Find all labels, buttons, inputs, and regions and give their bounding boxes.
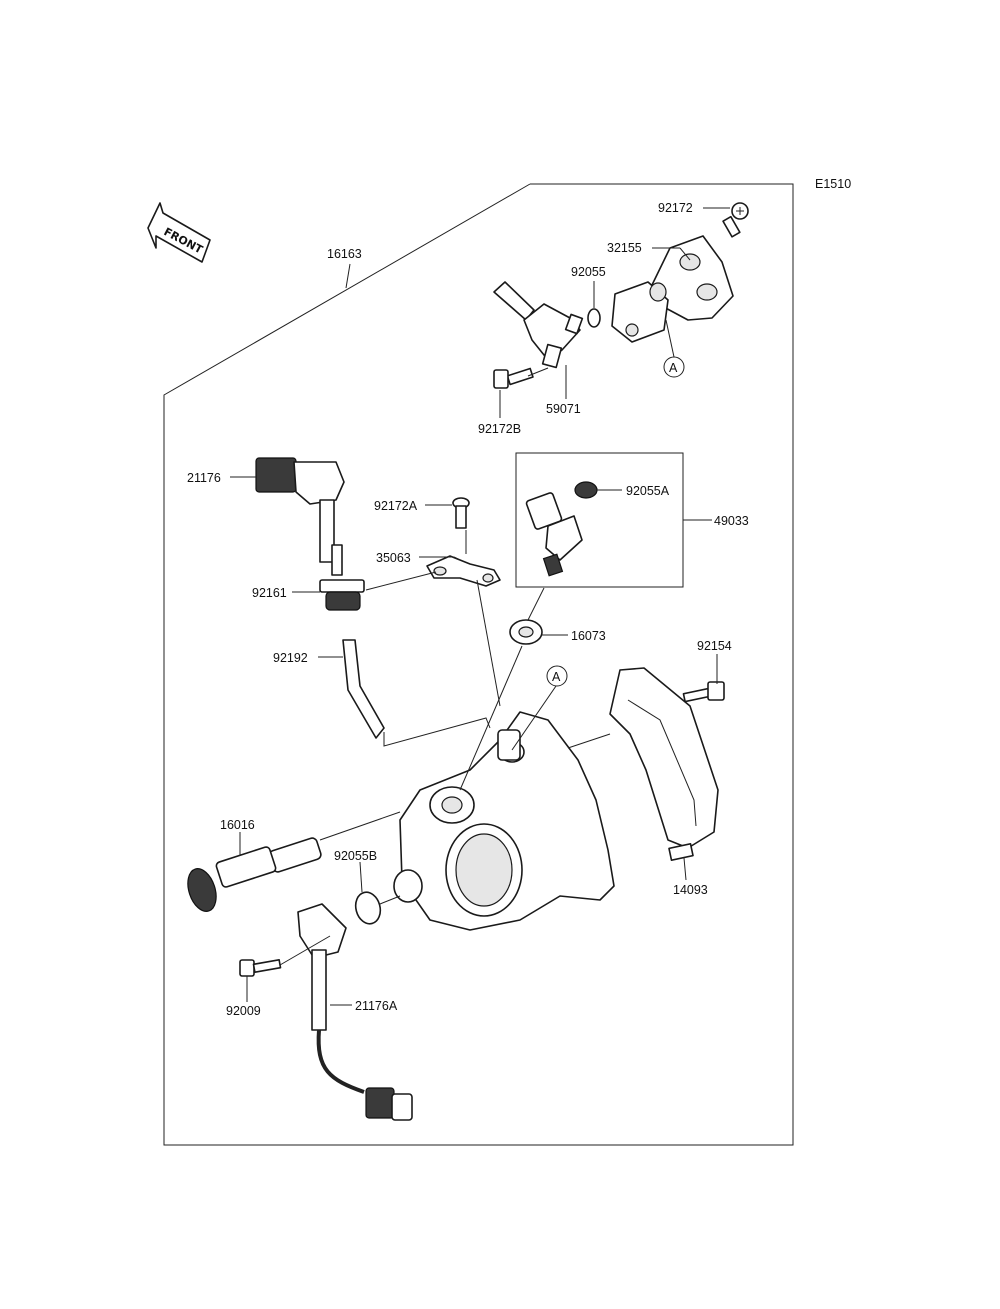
cover-14093-icon: [609, 667, 719, 861]
label-92055A: 92055A: [626, 484, 670, 498]
label-21176: 21176: [187, 471, 221, 485]
label-92172: 92172: [658, 201, 693, 215]
label-92055B: 92055B: [334, 849, 377, 863]
label-92192: 92192: [273, 651, 308, 665]
sensor-21176A-icon: [297, 903, 413, 1121]
o-ring-92055-icon: [587, 308, 601, 328]
clamp-35063-icon: [426, 555, 501, 587]
reference-marker-a-upper-label: A: [669, 361, 678, 375]
label-92055: 92055: [571, 265, 606, 279]
reference-marker-a-lower-label: A: [552, 670, 561, 684]
label-16073: 16073: [571, 629, 606, 643]
bolt-92154-icon: [682, 681, 725, 703]
front-direction-arrow-icon: FRONT: [147, 202, 211, 263]
label-49033: 49033: [714, 514, 749, 528]
label-21176A: 21176A: [355, 999, 398, 1013]
reference-marker-a-lower: [546, 665, 568, 687]
grommet-16073-icon: [509, 619, 543, 645]
grommet-92161-icon: [319, 579, 365, 611]
diagram-code: E1510: [815, 177, 851, 191]
bolt-92172B-icon: [493, 367, 534, 389]
label-92161: 92161: [252, 586, 287, 600]
sensor-49033-icon: [525, 492, 583, 577]
label-92154: 92154: [697, 639, 732, 653]
screw-92172-icon: [722, 202, 749, 238]
sensor-59071-icon: [493, 281, 584, 369]
actuator-16016-icon: [187, 837, 322, 912]
label-92009: 92009: [226, 1004, 261, 1018]
screw-92172A-icon: [452, 497, 470, 529]
label-16163: 16163: [327, 247, 362, 261]
leader-lines: [230, 207, 730, 1006]
bolt-92009-icon: [239, 959, 282, 977]
label-14093: 14093: [673, 883, 708, 897]
assembly-boundary: [163, 183, 794, 1146]
label-92172B: 92172B: [478, 422, 521, 436]
throttle-body-icon: [393, 711, 615, 931]
hose-92192-icon: [342, 639, 385, 739]
label-92172A: 92172A: [374, 499, 418, 513]
label-16016: 16016: [220, 818, 255, 832]
label-35063: 35063: [376, 551, 411, 565]
sensor-21176-icon: [255, 457, 345, 576]
o-ring-92055A-icon: [574, 481, 598, 499]
bracket-32155-icon: [611, 235, 734, 343]
label-32155: 32155: [607, 241, 642, 255]
label-59071: 59071: [546, 402, 581, 416]
o-ring-92055B-icon: [354, 891, 382, 925]
